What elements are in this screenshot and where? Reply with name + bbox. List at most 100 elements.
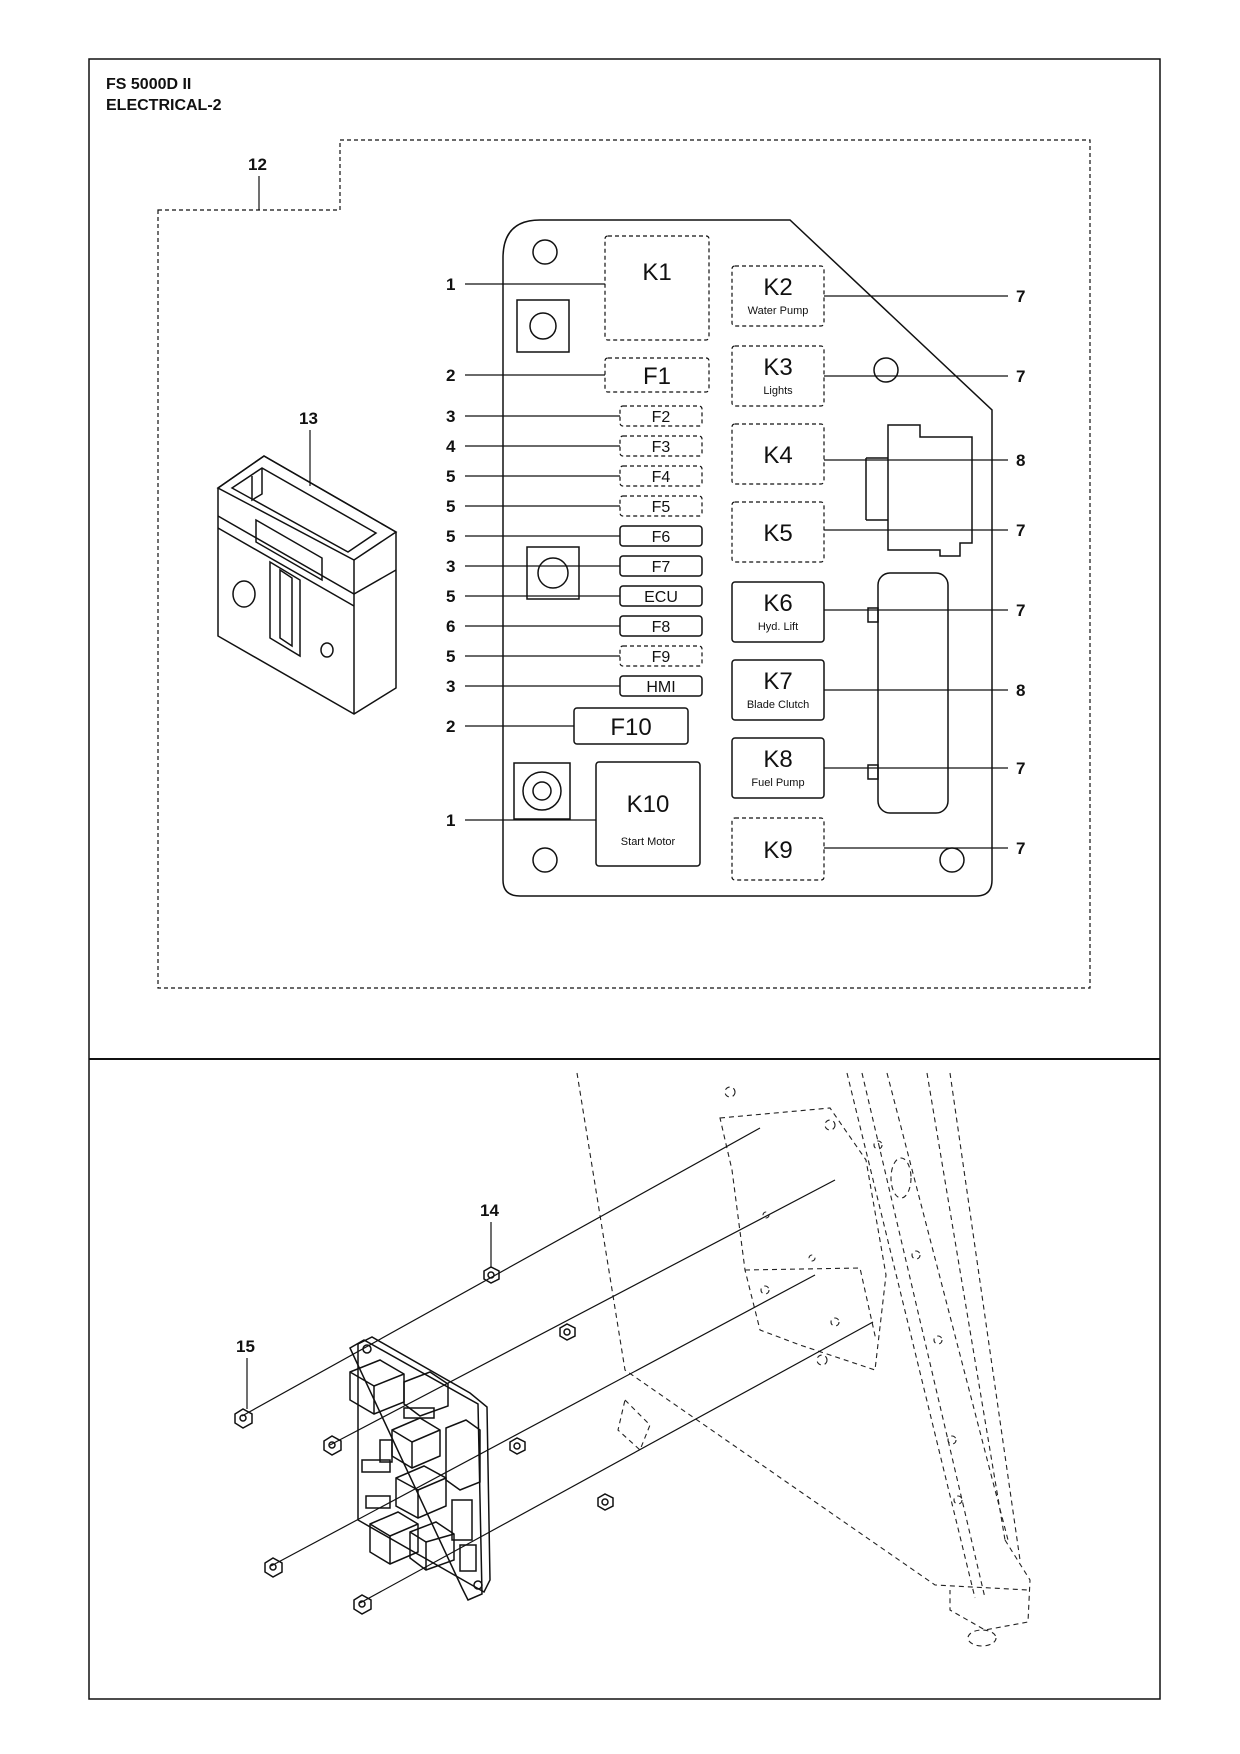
relay-code: K8 bbox=[763, 746, 792, 773]
relay-function-label: Water Pump bbox=[748, 305, 809, 317]
relay-code: K5 bbox=[763, 520, 792, 547]
assembly-boundary bbox=[157, 139, 1091, 989]
relay-function-label: Hyd. Lift bbox=[758, 621, 798, 633]
fuse-callout: 5 bbox=[446, 467, 455, 486]
fuse-box-housing: 13 bbox=[216, 409, 398, 715]
outer-frame bbox=[88, 58, 1161, 1700]
fuse-box-assembly bbox=[349, 1336, 491, 1601]
relay-outline bbox=[731, 501, 825, 563]
relay-callout: 8 bbox=[1016, 681, 1025, 700]
bolts bbox=[234, 1408, 372, 1615]
fuse-callout: 5 bbox=[446, 647, 455, 666]
fuse-f7: F7 3 bbox=[446, 555, 703, 577]
relay-callout: 8 bbox=[1016, 451, 1025, 470]
relay-callout: 7 bbox=[1016, 287, 1025, 306]
relay-callout: 1 bbox=[446, 811, 455, 830]
relay-function-label: Blade Clutch bbox=[747, 699, 809, 711]
fuse-outline bbox=[619, 405, 703, 427]
relay-outline bbox=[731, 265, 825, 327]
fuse-callout: 6 bbox=[446, 617, 455, 636]
section-title: ELECTRICAL-2 bbox=[106, 97, 222, 114]
relay-code: K7 bbox=[763, 668, 792, 695]
fuse-callout: 5 bbox=[446, 527, 455, 546]
fuse-code: F6 bbox=[652, 529, 671, 546]
relay-outline bbox=[731, 581, 825, 643]
fuse-code: F9 bbox=[652, 649, 671, 666]
fuse-callout: 5 bbox=[446, 587, 455, 606]
fuse-box-panel bbox=[502, 219, 993, 897]
callout-assembly: 12 bbox=[248, 155, 267, 174]
fuse-outline bbox=[604, 357, 710, 393]
relay-code: K1 bbox=[642, 259, 671, 286]
fuse-code: F2 bbox=[652, 409, 671, 426]
fuse-ecu: ECU 5 bbox=[446, 585, 703, 607]
fuse-callout: 4 bbox=[446, 437, 456, 456]
relay-k9: K9 7 bbox=[731, 817, 1025, 881]
bottom-panel: 14 15 bbox=[234, 1072, 1031, 1647]
relay-function-label: Start Motor bbox=[621, 836, 676, 848]
relay-outline bbox=[731, 345, 825, 407]
fuse-code: ECU bbox=[644, 589, 678, 606]
fuse-callout: 2 bbox=[446, 717, 455, 736]
relay-callout: 7 bbox=[1016, 367, 1025, 386]
fuse-f4: F4 5 bbox=[446, 465, 703, 487]
fuse-f1: F12 bbox=[446, 357, 710, 393]
frame-rail bbox=[576, 1072, 1031, 1647]
fuse-f9: F9 5 bbox=[446, 645, 703, 667]
relay-code: K6 bbox=[763, 590, 792, 617]
relay-outline bbox=[731, 817, 825, 881]
fuse-code: F3 bbox=[652, 439, 671, 456]
top-panel: 12 13 bbox=[157, 139, 1091, 989]
fuse-f10: F10 2 bbox=[446, 707, 689, 745]
relay-k1: K1 1 bbox=[446, 235, 710, 341]
callout-bolt: 15 bbox=[236, 1337, 255, 1356]
relay-outline bbox=[731, 423, 825, 485]
relay-code: K4 bbox=[763, 442, 792, 469]
fuse-outline bbox=[619, 435, 703, 457]
model-title: FS 5000D II bbox=[106, 76, 191, 93]
fuse-callout: 5 bbox=[446, 497, 455, 516]
fuse-code: F8 bbox=[652, 619, 671, 636]
fuse-f8: F8 6 bbox=[446, 615, 703, 637]
fuse-outline bbox=[619, 465, 703, 487]
callout-box: 13 bbox=[299, 409, 318, 428]
fuse-f6: F6 5 bbox=[446, 525, 703, 547]
relay-callout: 7 bbox=[1016, 759, 1025, 778]
relay-k4: K4 8 bbox=[731, 423, 1025, 485]
relay-k5: K5 7 bbox=[731, 501, 1025, 563]
relay-callout: 7 bbox=[1016, 839, 1025, 858]
fuse-code: HMI bbox=[646, 679, 675, 696]
relay-outline bbox=[595, 761, 701, 867]
fuse-callout: 2 bbox=[446, 366, 455, 385]
callout-nut: 14 bbox=[480, 1201, 499, 1220]
relay-function-label: Lights bbox=[763, 385, 793, 397]
fuse-f2: F23 bbox=[446, 405, 703, 427]
fuse-code: F4 bbox=[652, 469, 671, 486]
fuse-code: F5 bbox=[652, 499, 671, 516]
fuse-f5: F5 5 bbox=[446, 495, 703, 517]
relay-code: K9 bbox=[763, 837, 792, 864]
fuse-code: F7 bbox=[652, 559, 671, 576]
fuse-outline bbox=[619, 495, 703, 517]
relay-code: K3 bbox=[763, 354, 792, 381]
fuse-f3: F3 4 bbox=[446, 435, 703, 457]
relay-callout: 7 bbox=[1016, 521, 1025, 540]
fuse-outline bbox=[619, 645, 703, 667]
relay-code: K2 bbox=[763, 274, 792, 301]
relay-callout: 1 bbox=[446, 275, 455, 294]
nuts bbox=[483, 1266, 614, 1511]
relay-outline bbox=[604, 235, 710, 341]
relay-function-label: Fuel Pump bbox=[751, 777, 804, 789]
fuse-callout: 3 bbox=[446, 557, 455, 576]
fuse-code: F10 bbox=[610, 714, 651, 741]
